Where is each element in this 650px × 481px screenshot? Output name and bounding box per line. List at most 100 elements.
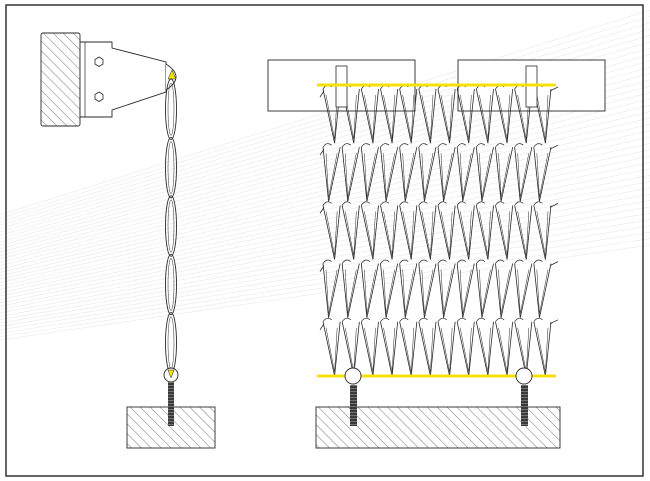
- mesh-strand: [421, 327, 434, 373]
- mesh-hook: [437, 201, 447, 206]
- mesh-loop: [380, 263, 399, 318]
- mesh-strand: [325, 94, 338, 140]
- mesh-hook: [495, 143, 505, 148]
- mesh-strand: [364, 153, 376, 198]
- mesh-strand: [364, 94, 376, 140]
- mesh-strand: [344, 211, 357, 256]
- mesh-strand: [325, 211, 338, 256]
- mesh-strand: [517, 153, 530, 198]
- mesh-loop: [380, 205, 399, 260]
- mesh-strand: [536, 269, 549, 314]
- mesh-loop: [322, 147, 341, 202]
- mesh-hook: [456, 317, 467, 322]
- mesh-strand: [440, 327, 453, 373]
- side-anchor-bolt: [168, 382, 174, 426]
- mesh-hook: [399, 201, 409, 206]
- mesh-loop: [399, 321, 418, 377]
- front-anchor-bolt: [350, 385, 357, 426]
- mesh-strand: [440, 211, 453, 256]
- mesh-strand: [383, 211, 395, 256]
- mesh-hook: [361, 143, 371, 148]
- mesh-loop: [456, 263, 475, 318]
- chain-link: [165, 78, 177, 140]
- mesh-hook: [418, 143, 428, 148]
- mesh-loop: [533, 263, 552, 318]
- chain-link-inner: [167, 199, 175, 253]
- mesh-hook: [533, 201, 543, 206]
- mesh-loop: [456, 147, 475, 202]
- mesh-strand: [536, 153, 549, 198]
- mesh-strand: [383, 327, 395, 373]
- mesh-loop: [475, 88, 494, 144]
- mesh-strand: [364, 211, 376, 256]
- mesh-edge-hook: [319, 90, 325, 98]
- mesh-loop: [495, 147, 514, 202]
- mesh-strand: [459, 211, 472, 256]
- mesh-strand: [402, 327, 415, 373]
- mesh-hook: [437, 143, 447, 148]
- mesh-loop: [437, 263, 456, 318]
- mesh-loop: [495, 88, 514, 144]
- mesh-edge-hook: [319, 207, 325, 214]
- mesh-strand: [325, 153, 338, 198]
- mesh-hook: [476, 259, 486, 264]
- mesh-edge-hook: [319, 323, 325, 331]
- front-anchor-bolt: [521, 385, 528, 426]
- mesh-hook: [361, 201, 371, 206]
- side-chain: [165, 78, 177, 374]
- mesh-loop: [399, 147, 418, 202]
- mesh-hook: [341, 259, 352, 264]
- mesh-hook: [418, 259, 428, 264]
- mesh-strand: [402, 153, 415, 198]
- mesh-hook: [514, 259, 524, 264]
- mesh-hook: [437, 259, 447, 264]
- chain-link: [165, 253, 177, 316]
- chain-link-inner: [167, 257, 175, 311]
- mesh-loop: [514, 205, 533, 260]
- mesh-loop: [341, 205, 360, 260]
- mesh-hook: [418, 317, 428, 322]
- mesh-strand: [459, 94, 472, 140]
- mesh-hook: [322, 317, 332, 322]
- mesh-strand: [536, 327, 549, 373]
- front-view: [168, 59, 606, 449]
- mesh-hook: [380, 143, 390, 148]
- mesh-loop: [399, 205, 418, 260]
- mesh-hook: [341, 201, 352, 206]
- mesh-hook: [533, 259, 543, 264]
- mesh-loop: [360, 263, 379, 318]
- mesh-loop: [475, 147, 494, 202]
- mesh-hook: [514, 201, 524, 206]
- mesh-hook: [495, 259, 505, 264]
- mesh-strand: [421, 94, 434, 140]
- mesh-loop: [322, 263, 341, 318]
- mesh-loop: [456, 88, 475, 144]
- mesh-loop: [533, 321, 552, 377]
- chain-link-inner: [167, 316, 175, 370]
- mesh-loop: [322, 205, 341, 260]
- mesh-strand: [383, 153, 395, 198]
- mesh-hook: [514, 317, 524, 322]
- mesh-strand: [383, 269, 395, 314]
- mesh-loop: [360, 321, 379, 377]
- mesh-hook: [418, 201, 428, 206]
- mesh-strand: [325, 327, 338, 373]
- mesh-strand: [325, 269, 338, 314]
- mesh-strand: [344, 269, 357, 314]
- mesh-loop: [360, 205, 379, 260]
- mesh-hook: [380, 201, 390, 206]
- chain-link: [165, 136, 177, 199]
- mesh-loop: [475, 263, 494, 318]
- mesh-loop: [380, 88, 399, 144]
- mesh-hook: [341, 317, 352, 322]
- mesh-loop: [399, 88, 418, 144]
- mesh-hook: [495, 317, 505, 322]
- mesh-edge-hook: [549, 203, 559, 208]
- mesh-strand: [421, 211, 434, 256]
- mesh-hook: [361, 259, 371, 264]
- front-mesh: [319, 85, 559, 377]
- mesh-loop: [514, 147, 533, 202]
- mesh-edge-hook: [319, 148, 325, 156]
- mesh-strand: [364, 327, 376, 373]
- mesh-hook: [322, 259, 332, 264]
